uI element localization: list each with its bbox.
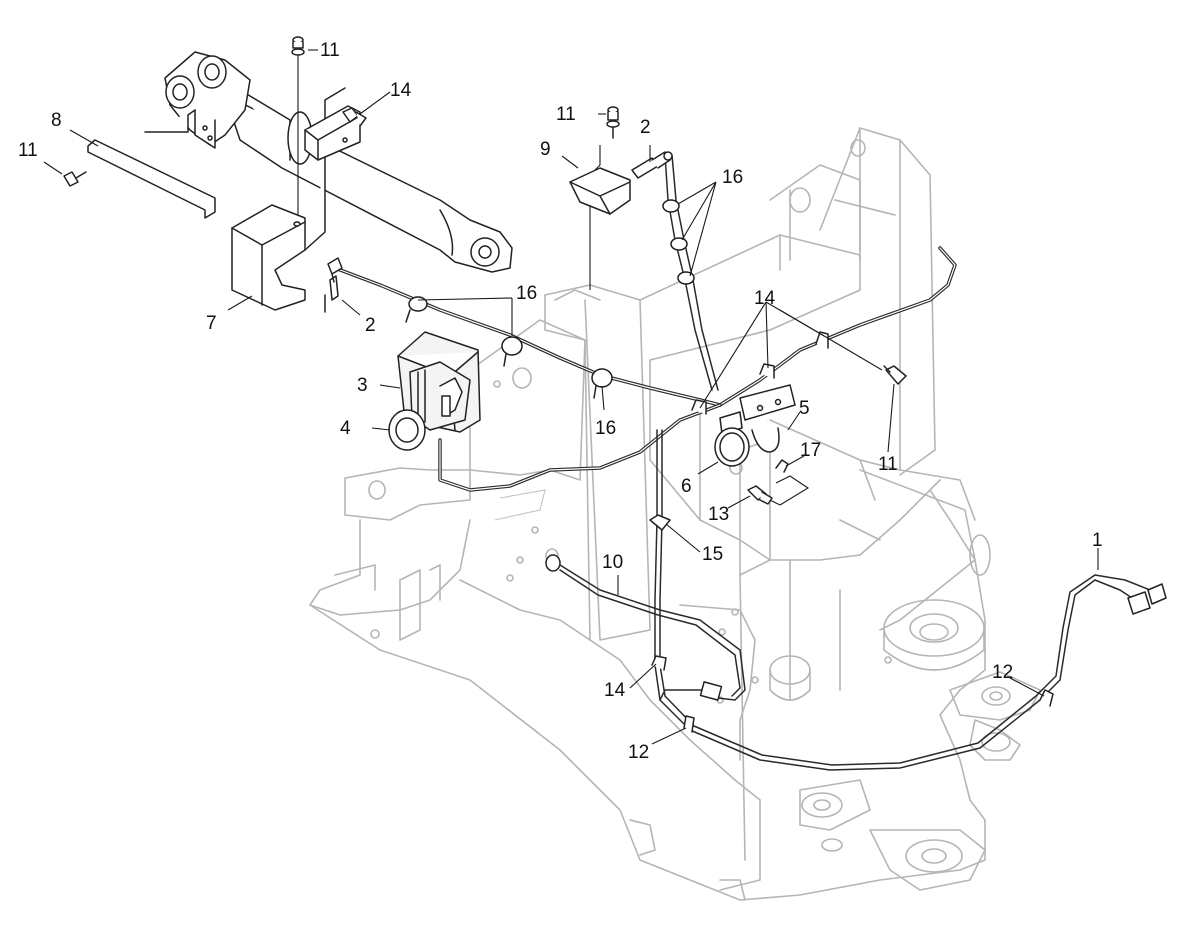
- bolt-11-left: [63, 171, 87, 187]
- connector-2-lower: [327, 257, 343, 301]
- clip-15: [649, 514, 671, 531]
- callout-16-lower: 16: [595, 418, 616, 439]
- wire-harness: [333, 154, 1167, 771]
- leader-lines: [43, 49, 1099, 745]
- callout-12-right: 12: [992, 662, 1013, 683]
- grommet-4: [388, 409, 426, 451]
- callout-10: 10: [602, 552, 623, 573]
- clip-17: [775, 459, 789, 473]
- clip-14-d: [651, 655, 667, 671]
- callout-16-upper-right: 16: [722, 167, 743, 188]
- clip-14-top: [304, 105, 367, 161]
- clip-16-c: [591, 368, 613, 399]
- bolt-11-right: [883, 365, 907, 385]
- callout-14-lower: 14: [604, 680, 626, 701]
- clip-12-b: [1039, 689, 1054, 707]
- callout-11-right: 11: [878, 454, 898, 475]
- callout-16-upper-left: 16: [516, 283, 537, 304]
- callout-1: 1: [1092, 530, 1103, 551]
- callout-5: 5: [799, 398, 810, 419]
- callout-6: 6: [681, 476, 692, 497]
- callout-8: 8: [51, 110, 62, 131]
- callout-2-upper: 2: [640, 117, 651, 138]
- callout-2-lower: 2: [365, 315, 376, 336]
- bracket-9: [569, 145, 631, 290]
- electrical-unit-3: [397, 331, 481, 433]
- ring-6: [714, 427, 750, 467]
- callout-13: 13: [708, 504, 729, 525]
- callout-4: 4: [340, 418, 351, 439]
- clip-16-a: [405, 296, 428, 323]
- clip-14-b: [759, 363, 775, 379]
- callout-11-top: 11: [320, 40, 340, 61]
- callout-15: 15: [702, 544, 723, 565]
- callout-12-left: 12: [628, 742, 649, 763]
- callout-14-middle: 14: [754, 288, 776, 309]
- callout-14-top: 14: [390, 80, 412, 101]
- callout-labels: 1 2 2 3 4 5 6 7 8 9 10 11 11 11 11 12 12…: [18, 40, 1103, 763]
- callout-3: 3: [357, 375, 368, 396]
- bolt-13: [747, 475, 810, 506]
- callout-11-left: 11: [18, 140, 38, 161]
- hydraulic-cylinder: [164, 51, 513, 273]
- bolt-11-top-left: [291, 36, 305, 215]
- bolt-11-center: [606, 106, 620, 139]
- clip-12-a: [683, 715, 695, 733]
- clip-16-b: [501, 336, 523, 367]
- callout-11-center: 11: [556, 104, 576, 125]
- callout-7: 7: [206, 313, 217, 334]
- connector-2-upper: [631, 151, 673, 179]
- bracket-plate-8: [87, 109, 216, 219]
- callout-9: 9: [540, 139, 551, 160]
- callout-17: 17: [800, 440, 821, 461]
